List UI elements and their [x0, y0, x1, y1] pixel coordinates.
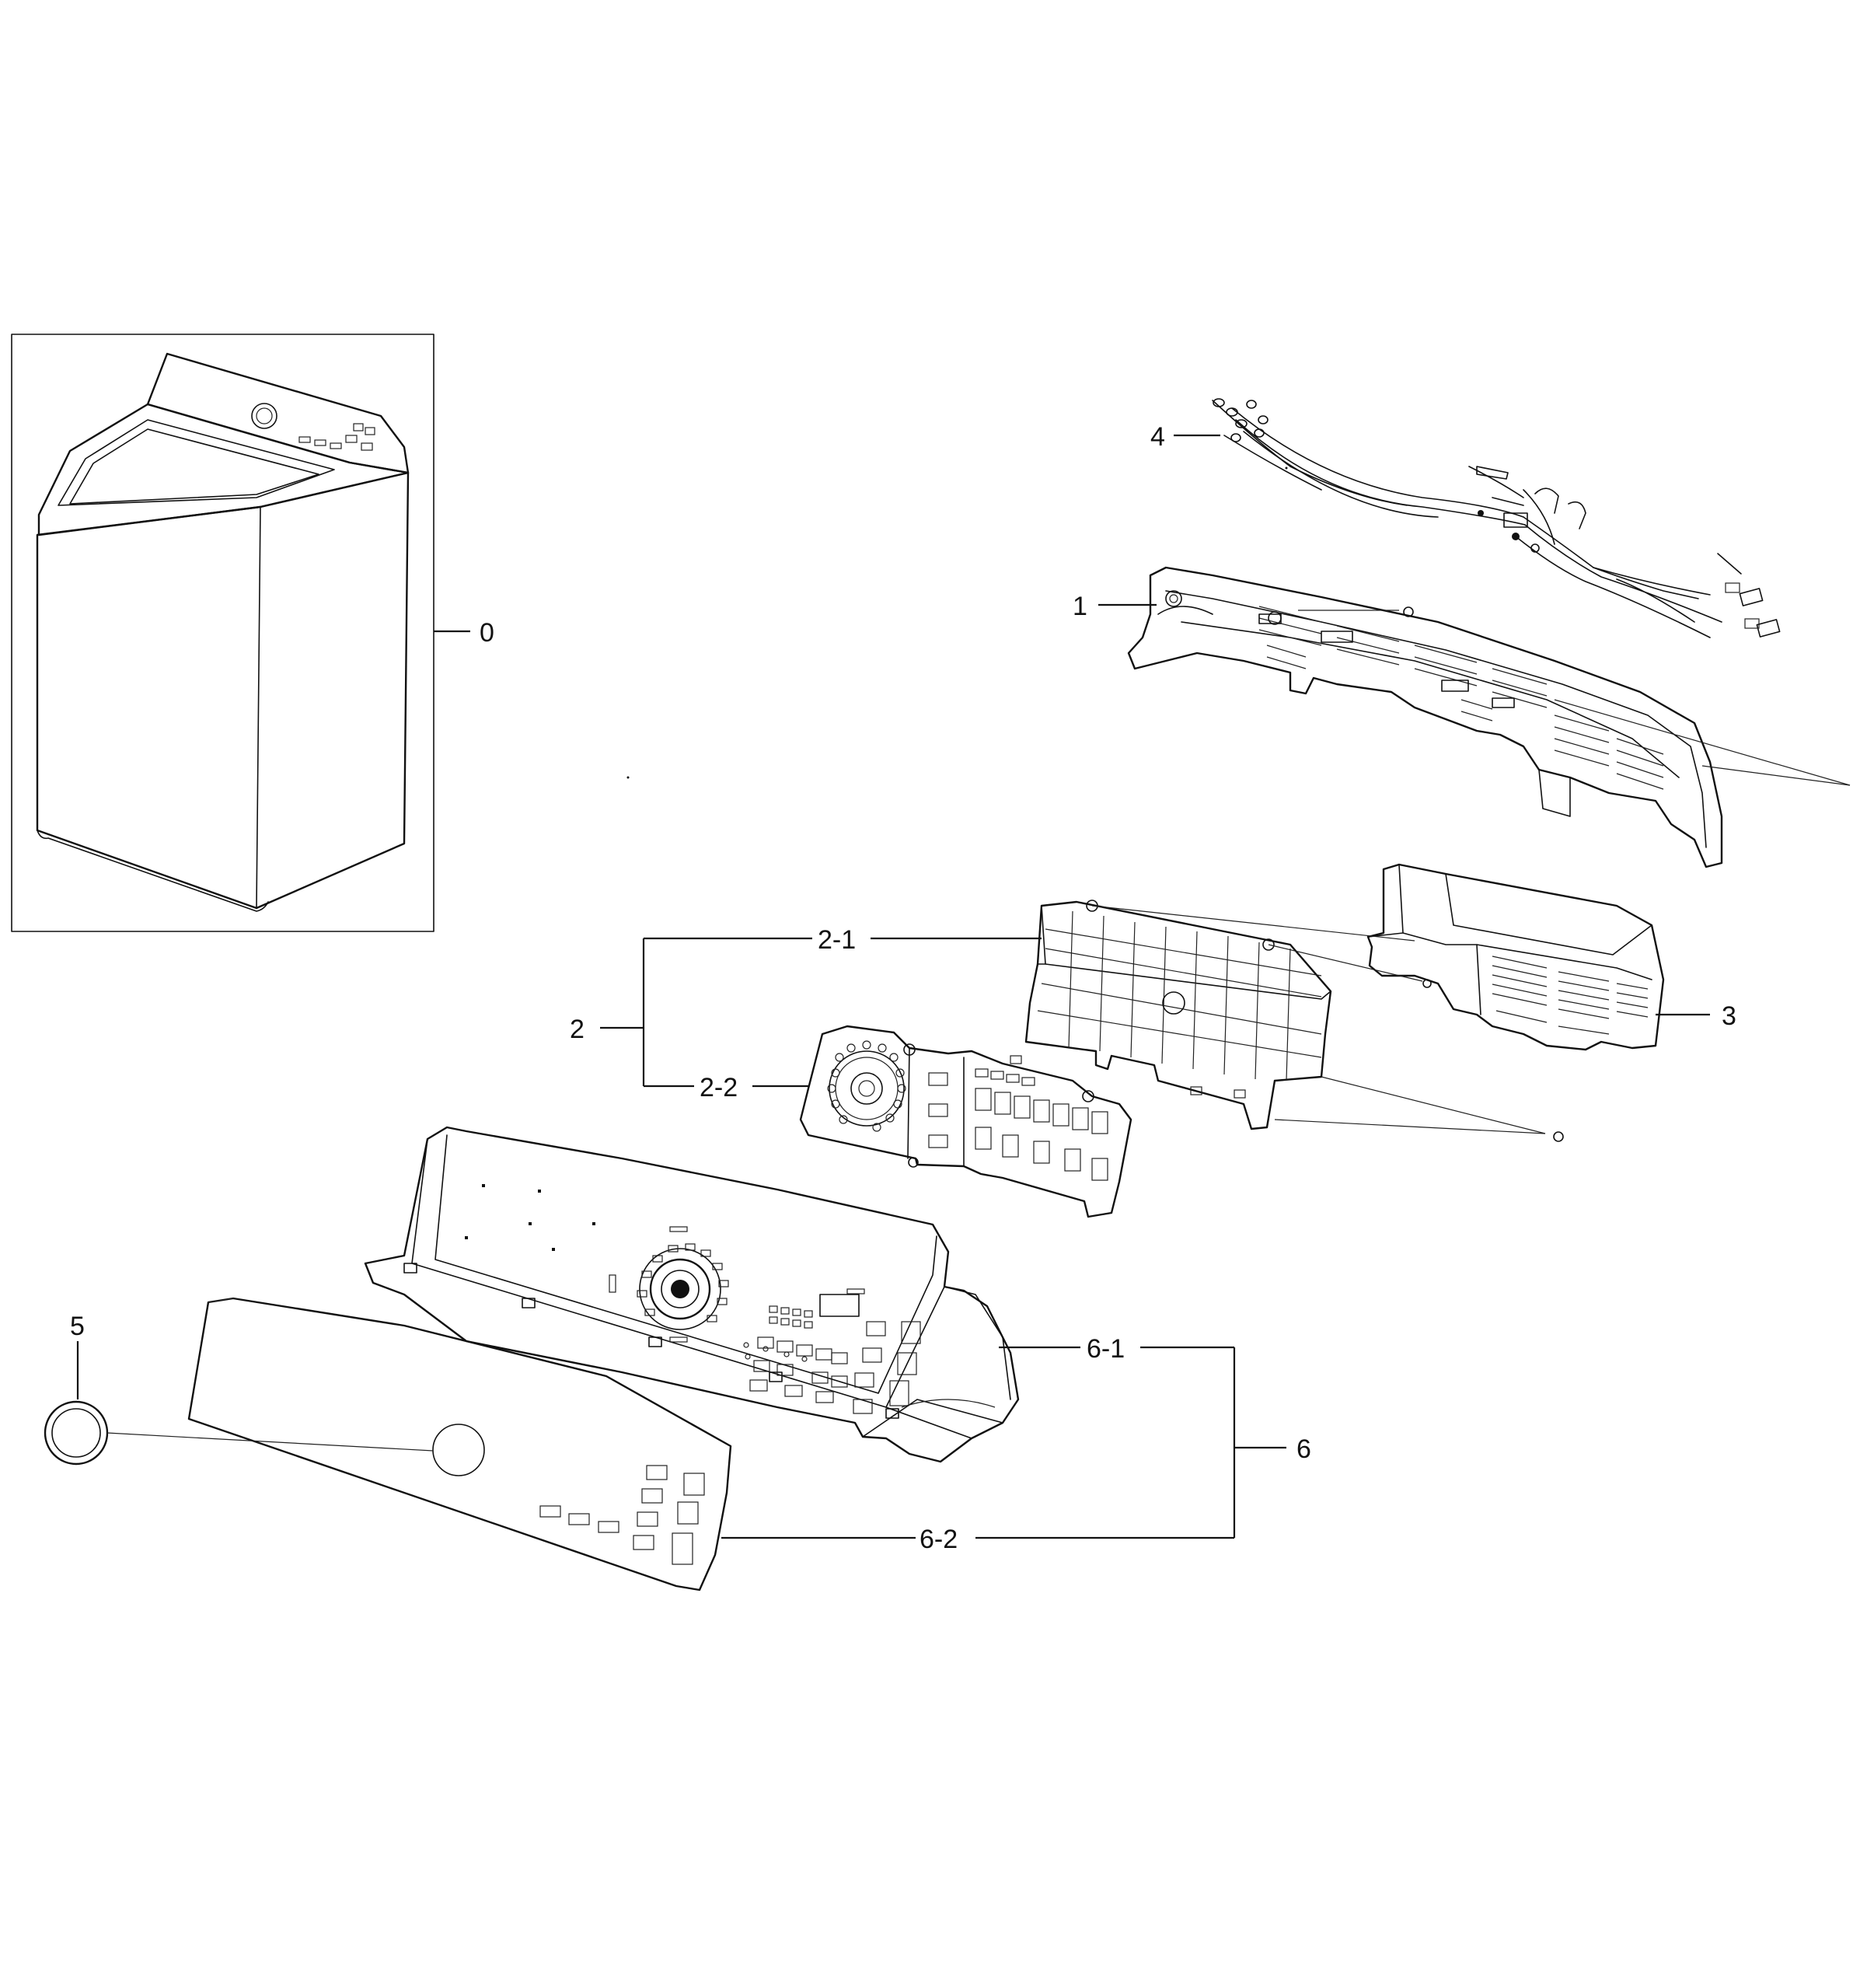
callout-5: 5	[70, 1312, 85, 1341]
part-3-cover	[1366, 863, 1665, 1051]
leader-4: 4	[1150, 422, 1220, 452]
leader-6-group: 6 6-1 6-2	[721, 1334, 1311, 1554]
callout-2-2: 2-2	[700, 1073, 738, 1102]
callout-6-2: 6-2	[920, 1525, 958, 1554]
leader-0: 0	[434, 618, 494, 648]
part-6-1-control-panel	[364, 1126, 1020, 1463]
part-5-knob: 5	[44, 1312, 434, 1466]
leader-2-group: 2 2-1 2-2	[570, 925, 1042, 1102]
callout-2-1: 2-1	[818, 925, 856, 955]
part-6-2-overlay	[187, 1297, 732, 1591]
callout-6-1: 6-1	[1087, 1334, 1125, 1364]
callout-4: 4	[1150, 422, 1165, 452]
part-1-frame	[1127, 566, 1851, 868]
callout-2: 2	[570, 1015, 585, 1044]
part-2-1-pcb-cover	[1024, 900, 1564, 1142]
part-0-washer	[11, 334, 434, 932]
callout-0: 0	[480, 618, 494, 648]
callout-6: 6	[1296, 1434, 1311, 1464]
callout-1: 1	[1073, 592, 1087, 621]
leader-3: 3	[1656, 1001, 1736, 1031]
part-4-wire-harness	[1212, 398, 1781, 638]
leader-1: 1	[1073, 592, 1157, 621]
washer-frame-box	[11, 334, 434, 932]
part-2-2-pcb	[799, 1025, 1132, 1218]
callout-3: 3	[1722, 1001, 1736, 1031]
